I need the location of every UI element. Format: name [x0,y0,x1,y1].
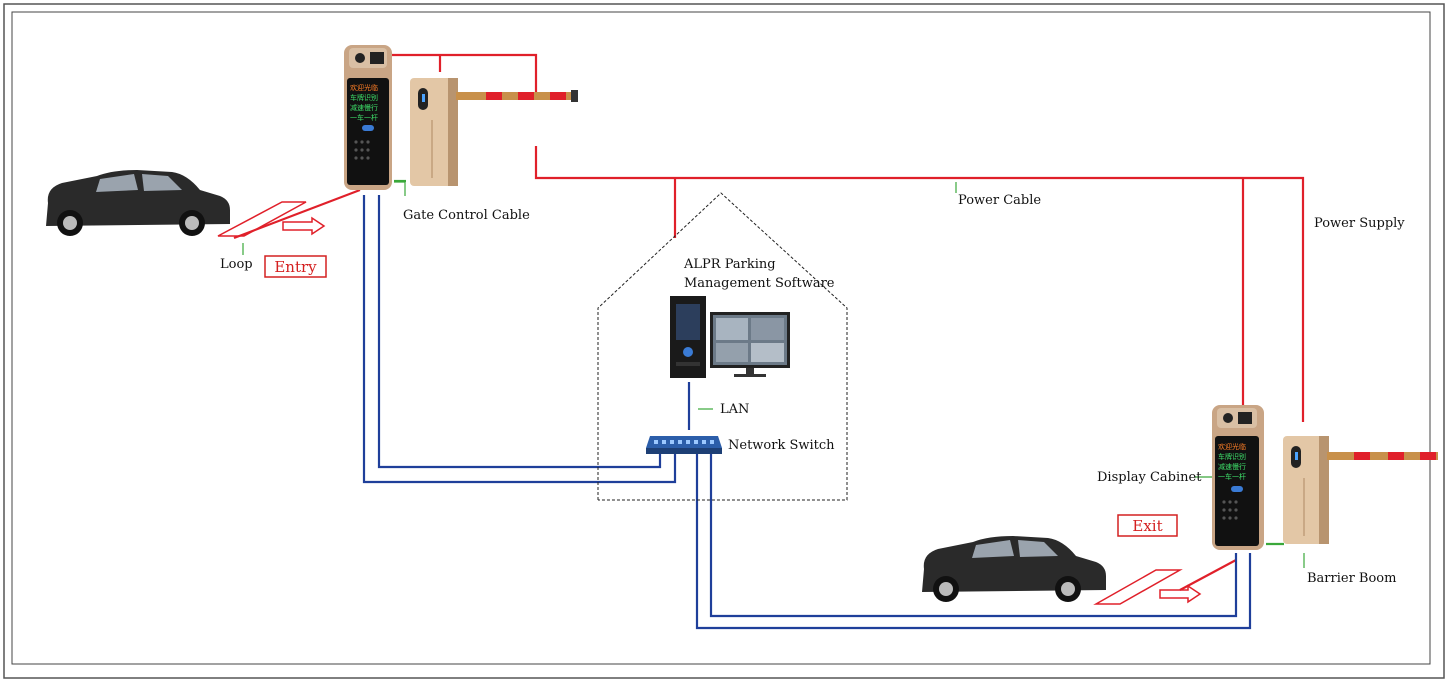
server-computer [670,296,706,378]
exit-screen-line-2: 车牌识别 [1218,452,1246,461]
network-switch [646,436,722,454]
label-barrier-boom: Barrier Boom [1307,571,1396,586]
exit-loop [1093,569,1202,605]
entry-display-cabinet: 欢迎光临 车牌识别 减速慢行 一车一杆 [344,45,392,190]
network-lines [362,195,1252,630]
label-entry: Entry [274,258,317,276]
pointer-lines-thick [394,179,1284,546]
entry-car [46,170,230,236]
power-lines [233,53,1305,591]
label-power-supply: Power Supply [1314,216,1405,231]
label-network-switch: Network Switch [728,438,835,453]
exit-car [922,536,1106,602]
label-loop: Loop [220,257,253,272]
server-house [597,192,848,501]
label-software-line-1: ALPR Parking [683,257,776,272]
entry-loop [217,201,326,237]
label-gate-control-cable: Gate Control Cable [403,208,530,223]
exit-screen-line-1: 欢迎光临 [1218,442,1246,451]
label-display-cabinet: Display Cabinet [1097,470,1202,485]
label-lan: LAN [720,402,749,417]
outer-frame [3,3,1445,679]
exit-screen-line-4: 一车一杆 [1218,472,1246,481]
entry-barrier-gate [410,78,578,186]
entry-screen-line-1: 欢迎光临 [350,83,378,92]
exit-barrier-gate [1283,436,1438,544]
entry-screen-line-2: 车牌识别 [350,93,378,102]
exit-display-cabinet: 欢迎光临 车牌识别 减速慢行 一车一杆 [1212,405,1264,550]
entry-screen-line-4: 一车一杆 [350,113,378,122]
label-exit: Exit [1132,517,1162,535]
exit-badge [1117,514,1178,537]
label-power-cable: Power Cable [958,193,1041,208]
label-software-line-2: Management Software [684,276,835,291]
monitor [710,312,790,377]
inner-frame [11,11,1431,665]
pointer-lines [242,181,1305,568]
exit-screen-line-3: 减速慢行 [1218,462,1246,471]
entry-badge [264,255,327,278]
entry-screen-line-3: 减速慢行 [350,103,378,112]
